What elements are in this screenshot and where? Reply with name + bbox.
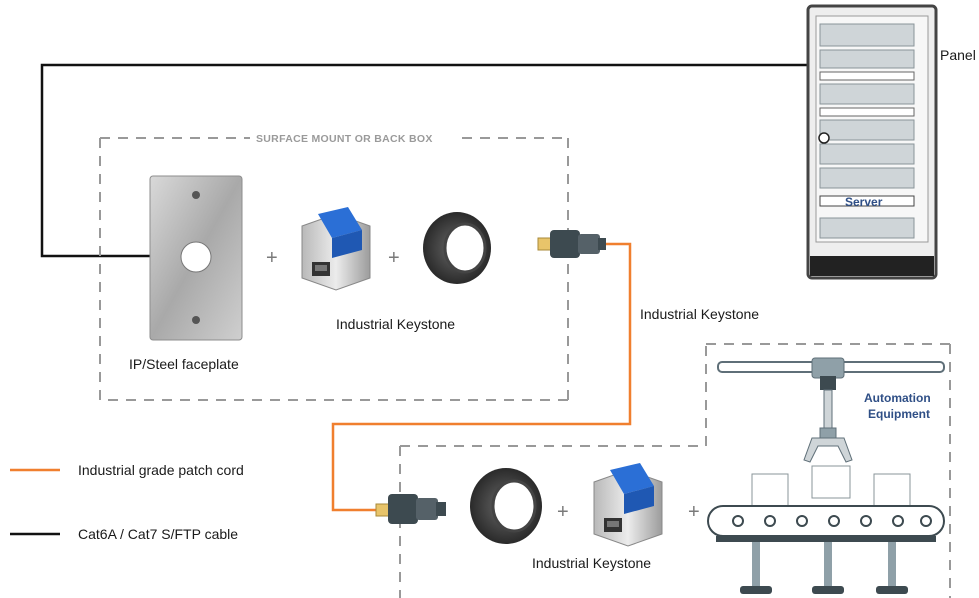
industrial-plug-icon: [537, 230, 606, 258]
faceplate-label: IP/Steel faceplate: [129, 356, 239, 372]
keystone-label-right: Industrial Keystone: [640, 306, 759, 322]
orange-patch-cord-top: [331, 242, 632, 512]
legend-label-patch-cord: Industrial grade patch cord: [78, 462, 244, 478]
automation-equipment-icon: [707, 357, 945, 594]
keystone-jack-icon: [301, 207, 371, 291]
plus-sign: +: [388, 247, 400, 269]
black-cable: [40, 63, 808, 258]
steel-faceplate-icon: [149, 175, 243, 341]
keystone-jack-icon: [593, 463, 663, 547]
legend: Industrial grade patch cord Cat6A / Cat7…: [10, 462, 244, 542]
automation-box: [399, 343, 951, 598]
surface-mount-box: [99, 137, 569, 401]
automation-label-line2: Equipment: [868, 407, 930, 421]
automation-label-line1: Automation: [864, 391, 931, 405]
grommet-icon: [470, 468, 542, 544]
box-title: SURFACE MOUNT OR BACK BOX: [256, 133, 433, 145]
server-rack-icon: [806, 4, 938, 280]
plus-sign: +: [266, 247, 278, 269]
keystone-label-top: Industrial Keystone: [336, 316, 455, 332]
server-label: Server: [845, 195, 883, 209]
legend-label-cable: Cat6A / Cat7 S/FTP cable: [78, 526, 238, 542]
panel-label: Panel: [940, 47, 976, 63]
industrial-plug-icon: [375, 494, 446, 524]
plus-sign: +: [688, 501, 700, 523]
grommet-icon: [423, 212, 491, 284]
keystone-label-bottom: Industrial Keystone: [532, 555, 651, 571]
plus-sign: +: [557, 501, 569, 523]
